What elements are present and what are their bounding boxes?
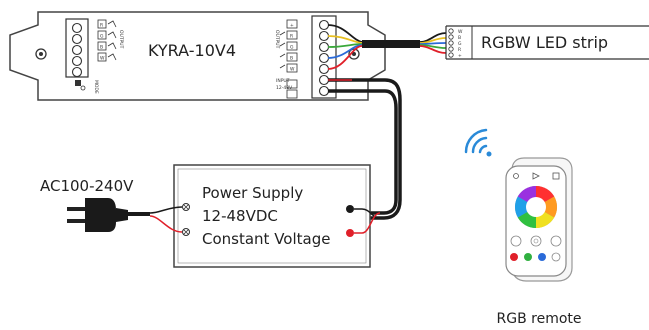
right-label-r: R [290,34,293,40]
remote-right-button[interactable] [550,235,562,247]
power-supply: Power Supply 12-48VDC Constant Voltage [173,164,381,268]
remote-label: RGB remote [497,311,582,327]
led-strip: W B G R + RGBW LED strip [445,25,649,60]
strip-pin-b: B [458,35,461,41]
output-wires [327,24,447,70]
power-supply-box [173,164,371,268]
tiny-input-label: INPUT [276,78,290,84]
remote-power-button[interactable] [513,173,519,179]
remote-red-button[interactable] [510,253,518,261]
controller: R G B W OUTPUT MODE KYRA-10V4 + R G B W … [9,11,386,101]
left-label-b: B [100,45,103,51]
tiny-voltage-label: 12-48V [276,85,293,91]
remote-blue-button[interactable] [538,253,546,261]
remote-white-button[interactable] [551,252,561,262]
mode-button[interactable] [75,80,81,86]
right-label-b: B [290,56,293,62]
remote-color-wheel[interactable] [514,186,558,229]
right-tiny-output: OUTPUT [274,30,280,49]
strip-pin-r: R [458,47,461,53]
left-label-g: G [100,34,104,40]
right-label-w: W [290,67,295,73]
remote-menu-button[interactable] [552,172,560,180]
rgb-remote: RGB remote [497,157,582,327]
dc-terminal-positive [346,229,354,237]
power-supply-line1: Power Supply [202,184,303,202]
ac-plug: AC100-240V [40,177,183,233]
remote-left-button[interactable] [510,235,522,247]
remote-center-button[interactable] [530,235,542,247]
tiny-mode-label: MODE [93,80,99,94]
left-label-w: W [100,56,105,62]
right-label-g: G [290,45,294,51]
dc-terminal-negative [346,205,354,213]
status-led [80,85,86,91]
model-name: KYRA-10V4 [148,41,236,60]
left-tiny-output: OUTPUT [118,30,124,49]
ac-input-label: AC100-240V [40,177,134,195]
led-strip-label: RGBW LED strip [481,33,608,52]
power-supply-line2: 12-48VDC [202,207,278,225]
right-label-plus: + [290,23,294,29]
remote-green-button[interactable] [524,253,532,261]
right-channel-labels: + R G B W OUTPUT INPUT 12-48V [274,19,298,99]
strip-pin-plus: + [458,53,462,59]
remote-mode-button[interactable] [532,172,540,180]
strip-pin-w: W [458,29,463,35]
power-wires [328,78,402,220]
left-label-r: R [100,23,103,29]
strip-pin-g: G [458,41,462,47]
left-channel-labels: R G B W OUTPUT [97,19,124,62]
wireless-signal-icon [464,128,492,157]
power-supply-line3: Constant Voltage [202,230,330,248]
